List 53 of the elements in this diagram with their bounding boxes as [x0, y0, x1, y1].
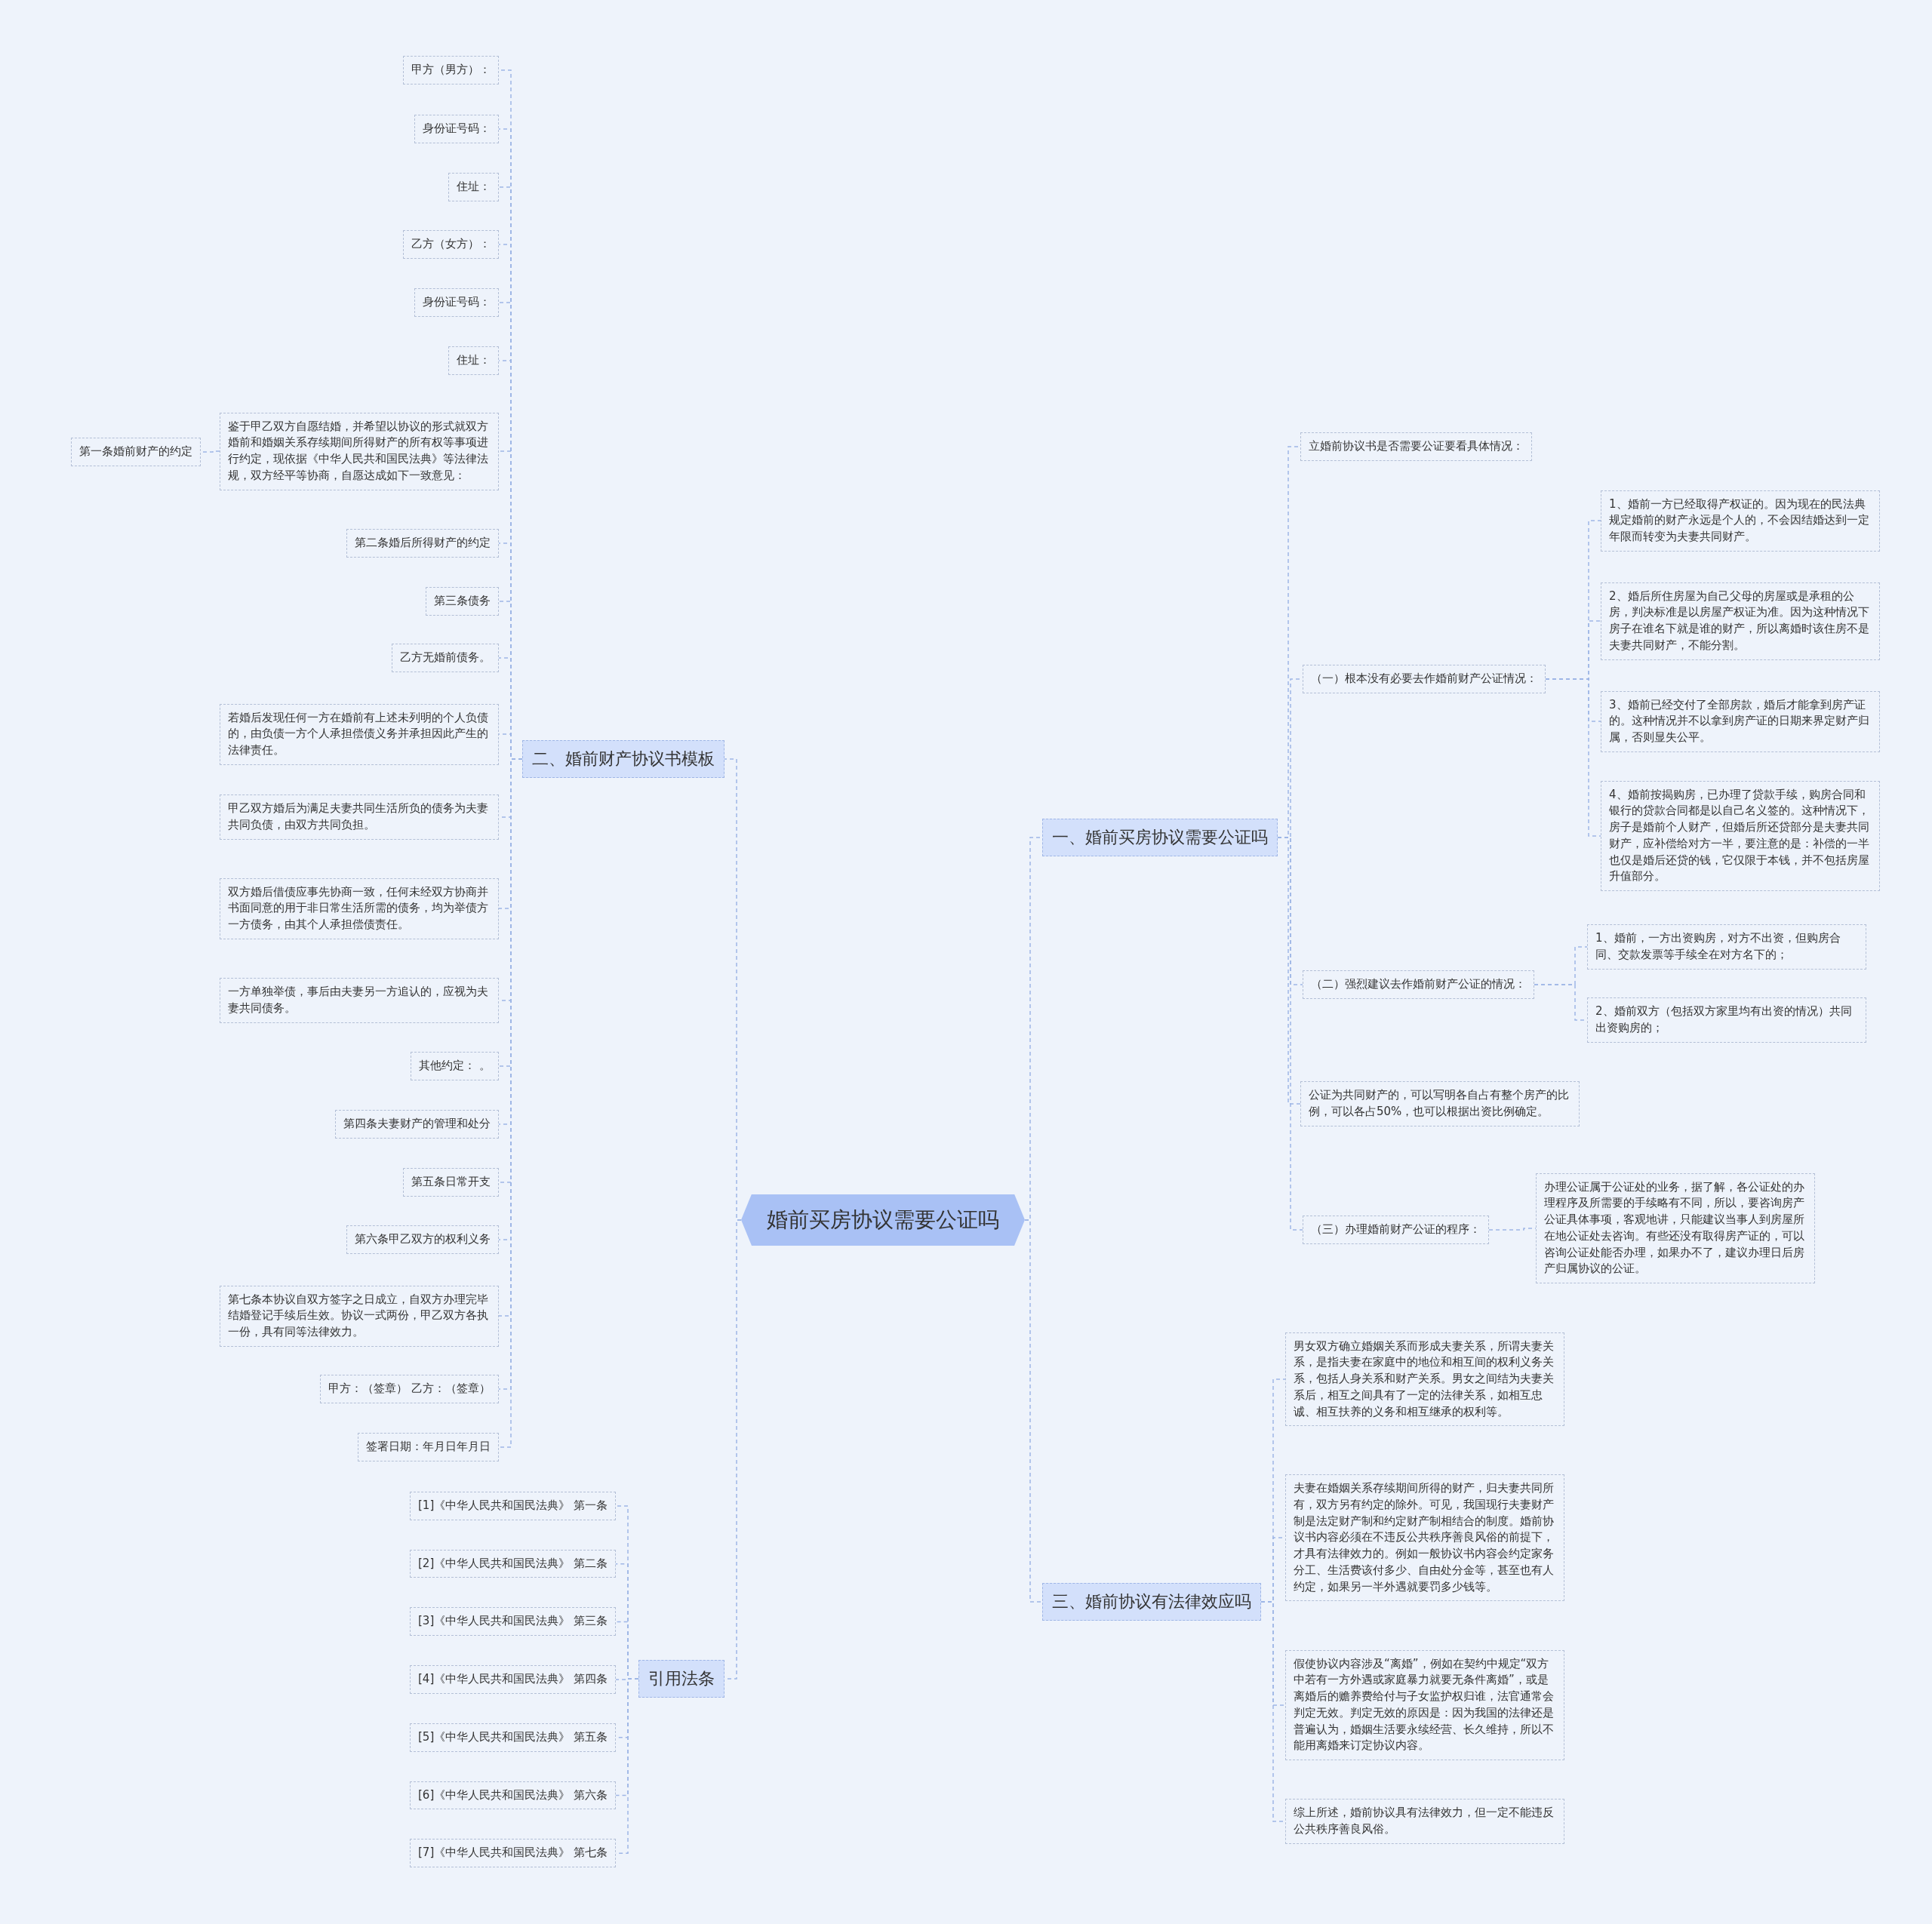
- topic-box: 住址：: [448, 346, 499, 375]
- branch-topic: 二、婚前财产协议书模板: [522, 740, 724, 778]
- topic-box: 第三条债务: [426, 587, 499, 616]
- topic-box: 身份证号码：: [414, 115, 499, 143]
- topic-box: 双方婚后借债应事先协商一致，任何未经双方协商并书面同意的用于非日常生活所需的债务，均为举债方一方债务，由其个人承担偿债责任。: [220, 877, 499, 939]
- topic-box: 1、婚前，一方出资购房，对方不出资，但购房合同、交款发票等手续全在对方名下的；: [1587, 924, 1866, 970]
- topic-box: 第七条本协议自双方签字之日成立，自双方办理完毕结婚登记手续后生效。协议一式两份，甲乙双方各执一份，具有同等法律效力。: [220, 1285, 499, 1347]
- topic-box: 甲乙双方婚后为满足夫妻共同生活所负的债务为夫妻共同负债，由双方共同负担。: [220, 794, 499, 840]
- topic-box: 4、婚前按揭购房，已办理了贷款手续，购房合同和银行的贷款合同都是以自己名义签的。这种情况下，房子是婚前个人财产，但婚后所还贷部分是夫妻共同财产，应补偿给对方一半，要注意的是：补偿的一半也仅是婚后还贷的钱，它仅限于本钱，并不包括房屋升值部分。: [1601, 780, 1880, 891]
- topic-box: [1]《中华人民共和国民法典》 第一条: [410, 1492, 616, 1520]
- topic-box: 假使协议内容涉及“离婚”，例如在契约中规定“双方中若有一方外遇或家庭暴力就要无条件离婚”，或是离婚后的赡养费给付与子女监护权归谁，法官通常会判定无效。判定无效的原因是：因为我国的法律还是普遍认为，婚姻生活要永续经营、长久维持，所以不能用离婚来订定协议内容。: [1285, 1649, 1564, 1760]
- topic-box: 夫妻在婚姻关系存续期间所得的财产，归夫妻共同所有，双方另有约定的除外。可见，我国现行夫妻财产制是法定财产制和约定财产制相结合的制度。婚前协议书内容必须在不违反公共秩序善良风俗的前提下，才具有法律效力的。例如一般协议书内容会约定家务分工、生活费该付多少、自由处分金等，甚至也有人约定，如果另一半外遇就要罚多少钱等。: [1285, 1474, 1564, 1602]
- topic-box: 住址：: [448, 173, 499, 201]
- topic-box: 乙方（女方）：: [403, 230, 499, 259]
- topic-box: 一方单独举债，事后由夫妻另一方追认的，应视为夫妻共同债务。: [220, 978, 499, 1023]
- topic-box: [2]《中华人民共和国民法典》 第二条: [410, 1549, 616, 1578]
- central-topic: 婚前买房协议需要公证吗: [741, 1194, 1025, 1246]
- topic-box: （三）办理婚前财产公证的程序：: [1303, 1216, 1489, 1244]
- topic-box: （一）根本没有必要去作婚前财产公证情况：: [1303, 665, 1546, 693]
- topic-box: 男女双方确立婚姻关系而形成夫妻关系，所谓夫妻关系，是指夫妻在家庭中的地位和相互间的权利义务关系，包括人身关系和财产关系。男女之间结为夫妻关系后，相互之间具有了一定的法律关系，如相互忠诚、相互扶养的义务和相互继承的权利等。: [1285, 1332, 1564, 1427]
- branch-topic: 一、婚前买房协议需要公证吗: [1042, 819, 1278, 856]
- connector-line: [1545, 678, 1601, 837]
- topic-box: 鉴于甲乙双方自愿结婚，并希望以协议的形式就双方婚前和婚姻关系存续期间所得财产的所有权等事项进行约定，现依据《中华人民共和国民法典》等法律法规，双方经平等协商，自愿达成如下一致意见：: [220, 412, 499, 490]
- topic-box: 1、婚前一方已经取得产权证的。因为现在的民法典规定婚前的财产永远是个人的，不会因结婚达到一定年限而转变为夫妻共同财产。: [1601, 490, 1880, 552]
- connector-line: [1024, 1219, 1043, 1603]
- topic-box: 乙方无婚前债务。: [392, 644, 499, 672]
- topic-box: 立婚前协议书是否需要公证要看具体情况：: [1300, 432, 1532, 461]
- topic-box: 甲方：（签章） 乙方：（签章）: [320, 1375, 499, 1403]
- topic-box: 3、婚前已经交付了全部房款，婚后才能拿到房产证的。这种情况并不以拿到房产证的日期来界定财产归属，否则显失公平。: [1601, 690, 1880, 752]
- connector-line: [1488, 1228, 1537, 1231]
- topic-box: [6]《中华人民共和国民法典》 第六条: [410, 1781, 616, 1810]
- topic-box: 甲方（男方）：: [403, 56, 499, 85]
- topic-box: 身份证号码：: [414, 288, 499, 317]
- topic-box: 综上所述，婚前协议具有法律效力，但一定不能违反公共秩序善良风俗。: [1285, 1799, 1564, 1844]
- topic-box: （二）强烈建议去作婚前财产公证的情况：: [1303, 970, 1534, 999]
- topic-box: [4]《中华人民共和国民法典》 第四条: [410, 1665, 616, 1694]
- topic-box: 2、婚前双方（包括双方家里均有出资的情况）共同出资购房的；: [1587, 997, 1866, 1043]
- topic-box: [7]《中华人民共和国民法典》 第七条: [410, 1839, 616, 1867]
- topic-box: 公证为共同财产的，可以写明各自占有整个房产的比例，可以各占50%，也可以根据出资比例确定。: [1300, 1081, 1580, 1126]
- topic-box: 第一条婚前财产的约定: [71, 438, 201, 466]
- topic-box: 第四条夫妻财产的管理和处分: [335, 1110, 499, 1139]
- topic-box: 第六条甲乙双方的权利义务: [346, 1225, 499, 1254]
- topic-box: 签署日期：年月日年月日: [358, 1433, 499, 1461]
- topic-box: 办理公证属于公证处的业务，据了解，各公证处的办理程序及所需要的手续略有不同，所以，要咨询房产公证具体事项，客观地讲，只能建议当事人到房屋所在地公证处去咨询。有些还没有取得房产证的，可以咨询公证处能否办理，如果办不了，建议办理日后房产归属协议的公证。: [1536, 1173, 1815, 1283]
- topic-box: 第二条婚后所得财产的约定: [346, 529, 499, 558]
- branch-topic: 三、婚前协议有法律效应吗: [1042, 1583, 1261, 1621]
- topic-box: 其他约定： 。: [411, 1052, 499, 1080]
- topic-box: 若婚后发现任何一方在婚前有上述未列明的个人负债的，由负债一方个人承担偿债义务并承担因此产生的法律责任。: [220, 703, 499, 765]
- topic-box: [5]《中华人民共和国民法典》 第五条: [410, 1723, 616, 1752]
- branch-topic: 引用法条: [638, 1660, 724, 1698]
- topic-box: 2、婚后所住房屋为自己父母的房屋或是承租的公房，判决标准是以房屋产权证为准。因为这种情况下房子在谁名下就是谁的财产，所以离婚时该住房不是夫妻共同财产，不能分割。: [1601, 582, 1880, 660]
- topic-box: 第五条日常开支: [403, 1168, 499, 1197]
- topic-box: [3]《中华人民共和国民法典》 第三条: [410, 1607, 616, 1637]
